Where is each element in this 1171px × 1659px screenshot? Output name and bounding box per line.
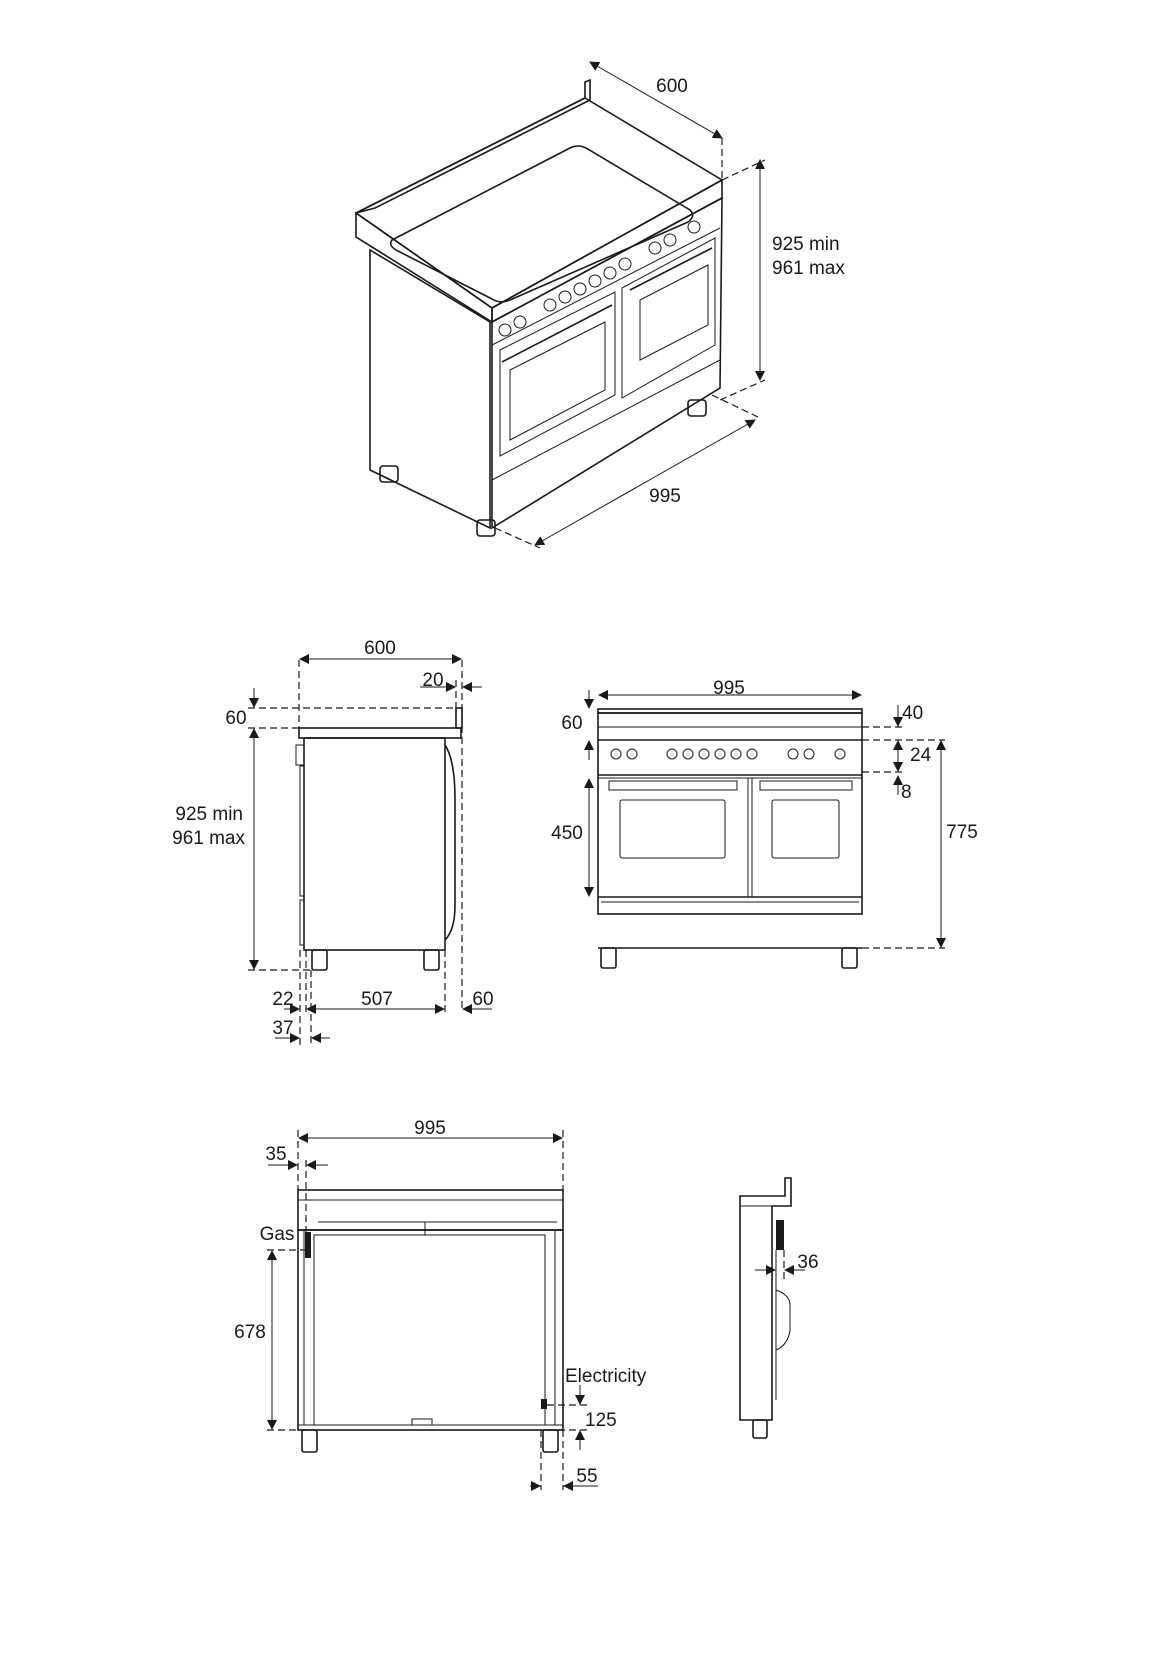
electricity-label: Electricity (565, 1366, 647, 1387)
backsplash-thickness-label: 20 (422, 670, 443, 691)
depth-label: 600 (656, 76, 688, 97)
gas-height-label: 678 (234, 1322, 266, 1343)
front-panel (491, 196, 723, 530)
foot (423, 949, 440, 971)
side-body (303, 737, 446, 951)
rear-side-detail: 36 (739, 1177, 819, 1439)
front-view: 995 60 40 24 8 450 775 (551, 678, 978, 969)
foot (752, 1419, 768, 1439)
foot (687, 399, 707, 417)
foot (301, 1429, 318, 1453)
panel-height-label: 24 (910, 745, 932, 766)
left-oven-door (499, 291, 616, 457)
body-depth-label: 507 (361, 989, 393, 1010)
width-label: 995 (649, 486, 681, 507)
front-body (597, 712, 863, 915)
gap-label: 8 (901, 782, 912, 803)
ceramic-hob (389, 145, 694, 303)
knobs (498, 220, 701, 337)
drawer (491, 359, 721, 529)
electricity-height-label: 125 (585, 1410, 617, 1431)
gas-label: Gas (260, 1224, 295, 1245)
side-depth-label: 600 (364, 638, 396, 659)
front-width-label: 995 (713, 678, 745, 699)
side-backsplash (455, 707, 463, 729)
front-offset-label: 22 (272, 989, 293, 1010)
rear-top (297, 1189, 564, 1231)
cooktop-top (354, 97, 724, 309)
side-worktop (298, 727, 462, 739)
foot (311, 949, 328, 971)
left-side (369, 248, 491, 530)
connection-depth-label: 36 (797, 1252, 818, 1273)
foot (379, 465, 399, 483)
electricity-offset-label: 55 (576, 1466, 597, 1487)
rear-offset-label: 60 (472, 989, 493, 1010)
front-knobs (610, 748, 846, 760)
gas-connection (305, 1232, 311, 1258)
worktop-height-label: 775 (946, 822, 978, 843)
oven-height-label: 450 (551, 823, 583, 844)
rear-width-label: 995 (414, 1118, 446, 1139)
handle-offset-label: 37 (272, 1018, 293, 1039)
foot (600, 947, 617, 969)
height-min-label: 925 min (772, 234, 840, 255)
rear-body (297, 1229, 564, 1431)
right-oven-door (621, 237, 716, 399)
gas-offset-label: 35 (265, 1144, 286, 1165)
rear-view: 995 35 Gas 678 Electricity 125 55 (234, 1118, 647, 1491)
perspective-view: 600 925 min 961 max 995 (354, 61, 845, 549)
front-backsplash-height-label: 60 (561, 713, 582, 734)
connection-block (776, 1220, 784, 1250)
side-backsplash-height-label: 60 (225, 708, 246, 729)
rear-panel (313, 1234, 546, 1426)
foot (841, 947, 858, 969)
top-offset-label: 40 (902, 703, 923, 724)
backsplash (355, 78, 591, 214)
height-max-label: 961 max (772, 258, 845, 279)
side-height-min-label: 925 min (175, 804, 243, 825)
foot (542, 1429, 559, 1453)
side-height-max-label: 961 max (172, 828, 245, 849)
side-view: 600 20 60 925 min 961 max 22 507 60 37 (172, 638, 494, 1045)
electricity-connection (541, 1399, 547, 1409)
